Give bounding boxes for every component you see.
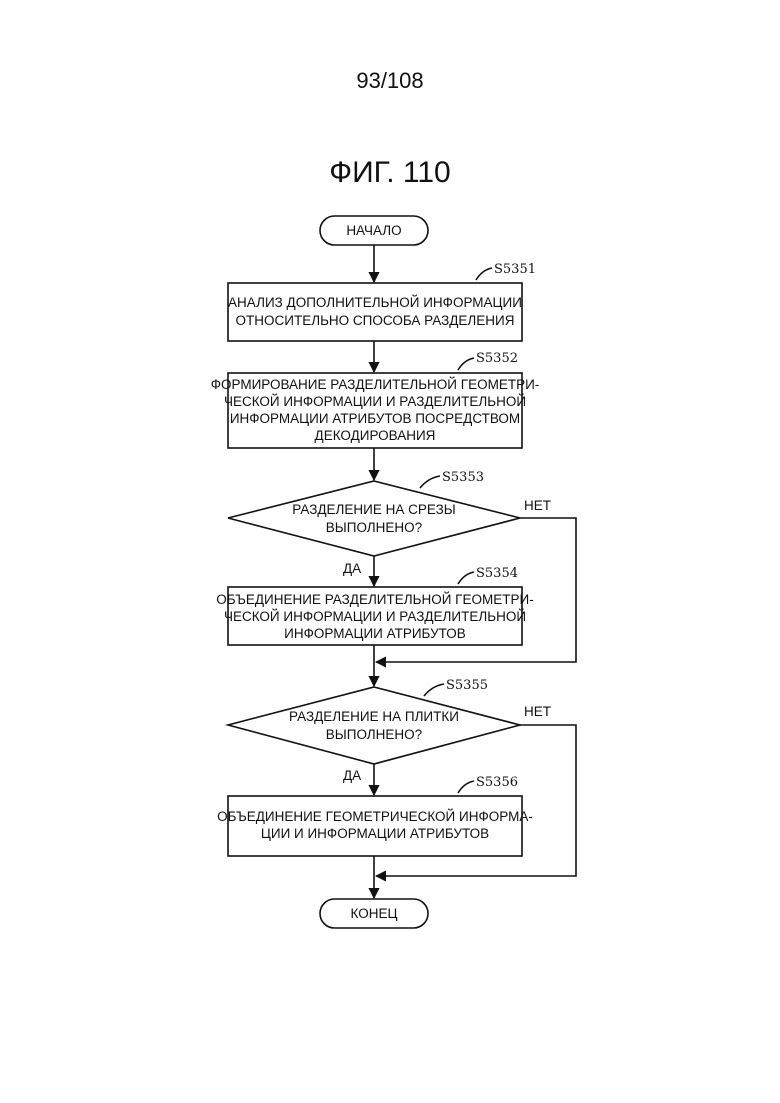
end-label: КОНЕЦ bbox=[351, 906, 398, 921]
decision-s5353 bbox=[228, 481, 520, 556]
no-label: НЕТ bbox=[524, 498, 551, 513]
step-leader bbox=[476, 268, 492, 280]
step-text-line: ЧЕСКОЙ ИНФОРМАЦИИ И РАЗДЕЛИТЕЛЬНОЙ bbox=[224, 394, 526, 409]
step-box-s5351 bbox=[228, 283, 522, 341]
step-text-line: ИНФОРМАЦИИ АТРИБУТОВ bbox=[284, 626, 466, 641]
decision-text-line: ВЫПОЛНЕНО? bbox=[326, 520, 422, 535]
no-label: НЕТ bbox=[524, 704, 551, 719]
step-text-line: АНАЛИЗ ДОПОЛНИТЕЛЬНОЙ ИНФОРМАЦИИ bbox=[228, 295, 522, 310]
step-text-line: ЧЕСКОЙ ИНФОРМАЦИИ И РАЗДЕЛИТЕЛЬНОЙ bbox=[224, 609, 526, 624]
step-text-line: ДЕКОДИРОВАНИЯ bbox=[315, 428, 436, 443]
step-id-s5353: S5353 bbox=[442, 470, 484, 485]
decision-s5355 bbox=[228, 687, 520, 764]
step-leader bbox=[424, 684, 444, 696]
step-text-line: ОБЪЕДИНЕНИЕ РАЗДЕЛИТЕЛЬНОЙ ГЕОМЕТРИ- bbox=[216, 592, 533, 607]
decision-text-line: РАЗДЕЛЕНИЕ НА СРЕЗЫ bbox=[292, 502, 455, 517]
step-id-s5355: S5355 bbox=[446, 678, 488, 693]
step-text-line: ИНФОРМАЦИИ АТРИБУТОВ ПОСРЕДСТВОМ bbox=[230, 411, 520, 426]
step-text-line: ФОРМИРОВАНИЕ РАЗДЕЛИТЕЛЬНОЙ ГЕОМЕТРИ- bbox=[211, 377, 540, 392]
step-text-line: ОТНОСИТЕЛЬНО СПОСОБА РАЗДЕЛЕНИЯ bbox=[236, 313, 515, 328]
start-label: НАЧАЛО bbox=[346, 223, 401, 238]
step-leader bbox=[458, 572, 474, 584]
yes-label: ДА bbox=[343, 768, 361, 783]
decision-text-line: РАЗДЕЛЕНИЕ НА ПЛИТКИ bbox=[289, 709, 459, 724]
step-text-line: ЦИИ И ИНФОРМАЦИИ АТРИБУТОВ bbox=[261, 826, 489, 841]
step-id-s5356: S5356 bbox=[476, 775, 518, 790]
step-leader bbox=[420, 476, 440, 488]
yes-label: ДА bbox=[343, 561, 361, 576]
step-leader bbox=[458, 781, 474, 793]
step-id-s5351: S5351 bbox=[494, 262, 536, 277]
step-id-s5352: S5352 bbox=[476, 351, 518, 366]
decision-text-line: ВЫПОЛНЕНО? bbox=[326, 727, 422, 742]
step-text-line: ОБЪЕДИНЕНИЕ ГЕОМЕТРИЧЕСКОЙ ИНФОРМА- bbox=[217, 809, 533, 824]
step-id-s5354: S5354 bbox=[476, 566, 518, 581]
step-leader bbox=[458, 358, 474, 370]
